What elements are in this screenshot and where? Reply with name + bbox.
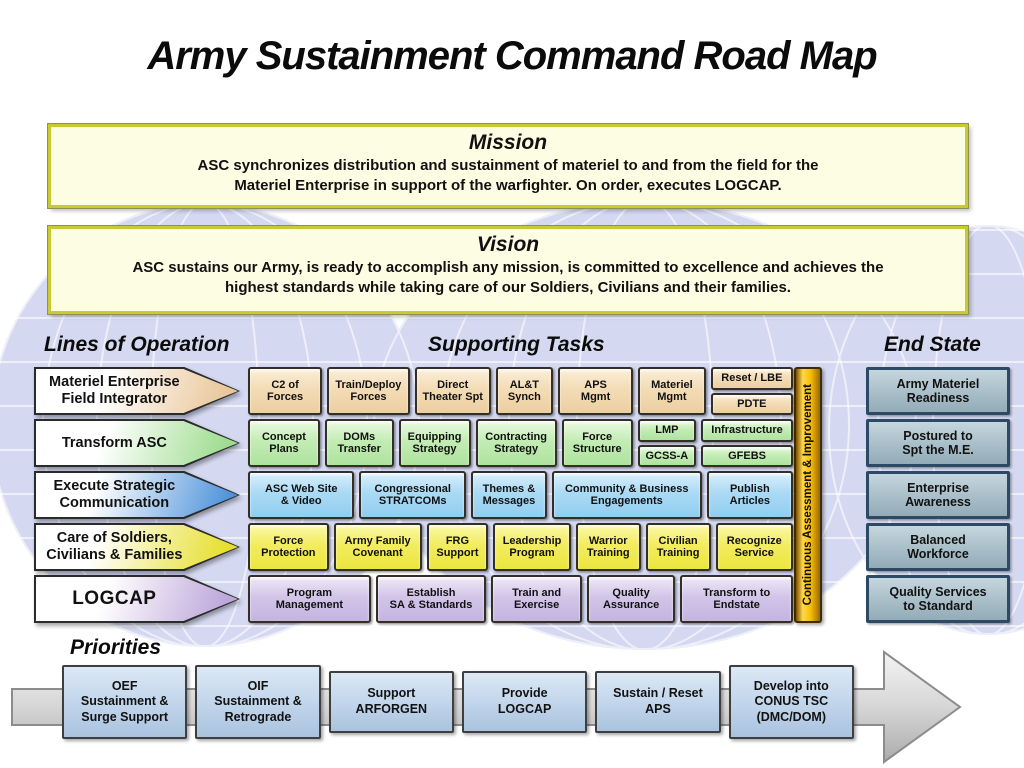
vision-box: Vision ASC sustains our Army, is ready t… (48, 226, 968, 314)
task-row-strategic-communication: ASC Web Site & Video Congressional STRAT… (248, 471, 794, 519)
task-cell: Quality Assurance (586, 575, 676, 623)
task-cell: Concept Plans (248, 419, 320, 467)
loo-arrow-label: Materiel Enterprise Field Integrator (49, 374, 180, 407)
task-cell: Warrior Training (575, 523, 641, 571)
loo-arrow-materiel-enterprise: Materiel Enterprise Field Integrator (34, 367, 240, 415)
task-cell: Transform to Endstate (680, 575, 794, 623)
priority-box: Support ARFORGEN (328, 671, 454, 733)
task-cell: Reset / LBE (710, 367, 793, 390)
loo-arrow-strategic-communication: Execute Strategic Communication (34, 471, 240, 519)
loo-arrow-logcap: LOGCAP (34, 575, 240, 623)
task-row-transform-asc: Concept Plans DOMs Transfer Equipping St… (248, 419, 793, 467)
task-cell: Force Protection (248, 523, 329, 571)
priority-box: OEF Sustainment & Surge Support (62, 665, 188, 739)
task-cell: AL&T Synch (495, 367, 554, 415)
task-cell: Establish SA & Standards (375, 575, 487, 623)
mission-heading: Mission (468, 131, 548, 154)
priorities-row: OEF Sustainment & Surge Support OIF Sust… (62, 664, 854, 740)
task-cell: Program Management (248, 575, 371, 623)
task-stack: LMP GCSS-A (637, 419, 697, 467)
supporting-tasks-header: Supporting Tasks (428, 333, 605, 356)
end-state-box: Enterprise Awareness (866, 471, 1010, 519)
supporting-tasks-grid: C2 of Forces Train/Deploy Forces Direct … (248, 367, 794, 623)
task-cell: Force Structure (561, 419, 633, 467)
task-cell: Recognize Service (715, 523, 793, 571)
vision-heading: Vision (476, 233, 540, 256)
end-state-box: Postured to Spt the M.E. (866, 419, 1010, 467)
task-cell: Direct Theater Spt (414, 367, 491, 415)
task-cell: Publish Articles (706, 471, 794, 519)
task-cell: Army Family Covenant (333, 523, 422, 571)
task-cell: APS Mgmt (558, 367, 634, 415)
task-cell: FRG Support (426, 523, 489, 571)
task-row-care-of-soldiers: Force Protection Army Family Covenant FR… (248, 523, 793, 571)
task-cell: Themes & Messages (470, 471, 547, 519)
task-row-materiel-enterprise: C2 of Forces Train/Deploy Forces Direct … (248, 367, 793, 415)
task-cell: Leadership Program (493, 523, 571, 571)
task-cell: C2 of Forces (248, 367, 323, 415)
mission-box: Mission ASC synchronizes distribution an… (48, 124, 968, 208)
priority-box: Develop into CONUS TSC (DMC/DOM) (728, 665, 854, 739)
task-cell: GFEBS (701, 444, 793, 467)
loo-arrow-label: LOGCAP (72, 588, 157, 610)
task-cell: Infrastructure (701, 419, 793, 442)
task-cell: Contracting Strategy (475, 419, 557, 467)
task-cell: Train and Exercise (491, 575, 582, 623)
mission-body: ASC synchronizes distribution and sustai… (197, 157, 819, 194)
page-title: Army Sustainment Command Road Map (147, 34, 877, 78)
task-cell: ASC Web Site & Video (248, 471, 355, 519)
lines-of-operation-header: Lines of Operation (44, 333, 230, 356)
vision-body: ASC sustains our Army, is ready to accom… (132, 259, 884, 296)
task-cell: Train/Deploy Forces (327, 367, 410, 415)
loo-arrow-transform-asc: Transform ASC (34, 419, 240, 467)
end-state-column: Army Materiel Readiness Postured to Spt … (866, 367, 1010, 623)
loo-arrow-label: Execute Strategic Communication (53, 478, 176, 511)
loo-arrow-label: Care of Soldiers, Civilians & Families (46, 530, 183, 563)
continuous-assessment-bar: Continuous Assessment & Improvement (794, 367, 822, 623)
priority-box: OIF Sustainment & Retrograde (195, 665, 321, 739)
task-cell: Equipping Strategy (398, 419, 471, 467)
task-cell: Congressional STRATCOMs (359, 471, 466, 519)
task-stack: Reset / LBE PDTE (710, 367, 793, 415)
task-cell: GCSS-A (637, 444, 697, 467)
loo-arrow-care-of-soldiers: Care of Soldiers, Civilians & Families (34, 523, 240, 571)
task-cell: LMP (637, 419, 697, 442)
task-cell: Civilian Training (645, 523, 711, 571)
priority-box: Provide LOGCAP (461, 671, 588, 733)
end-state-header: End State (884, 333, 981, 356)
task-row-logcap: Program Management Establish SA & Standa… (248, 575, 794, 623)
task-cell: Materiel Mgmt (638, 367, 706, 415)
priority-box: Sustain / Reset APS (595, 671, 721, 733)
loo-arrow-label: Transform ASC (61, 434, 167, 451)
task-cell: Community & Business Engagements (551, 471, 702, 519)
end-state-box: Balanced Workforce (866, 523, 1010, 571)
priorities-header: Priorities (70, 636, 162, 659)
end-state-box: Quality Services to Standard (866, 575, 1010, 623)
end-state-box: Army Materiel Readiness (866, 367, 1010, 415)
task-cell: PDTE (710, 392, 793, 415)
lines-of-operation-column: Materiel Enterprise Field Integrator Tra… (34, 367, 240, 623)
task-cell: DOMs Transfer (324, 419, 394, 467)
task-stack: Infrastructure GFEBS (701, 419, 793, 467)
